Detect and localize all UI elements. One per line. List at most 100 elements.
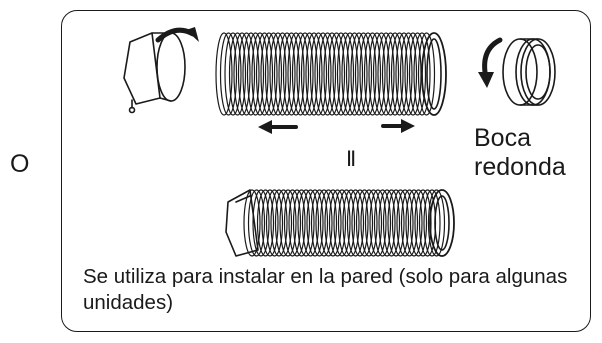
diagram-panel xyxy=(61,10,591,332)
hose-rib xyxy=(292,189,311,257)
hose-rib xyxy=(423,189,441,257)
hose-rib xyxy=(354,32,373,116)
hose-rib xyxy=(400,189,419,257)
round-mouth-label: Boca redonda xyxy=(474,124,566,182)
hose-rib xyxy=(287,32,305,116)
hose-rib xyxy=(219,32,238,116)
hose-rib xyxy=(350,32,368,116)
round-connector-icon xyxy=(502,38,556,106)
hose-rib xyxy=(269,32,287,116)
hose-rib xyxy=(369,189,387,257)
hose-rib xyxy=(283,189,302,257)
hose-rib xyxy=(224,32,242,116)
hose-rib xyxy=(274,189,293,257)
hose-rib xyxy=(404,32,422,116)
window-adapter-icon xyxy=(123,32,186,114)
hose-rib xyxy=(405,189,423,257)
hose-rib xyxy=(324,189,342,257)
hose-rib xyxy=(260,32,278,116)
exhaust-hose-icon xyxy=(215,32,447,116)
hose-rib xyxy=(261,189,279,257)
hose-rib xyxy=(300,32,319,116)
hose-rib xyxy=(399,32,418,116)
hose-rib xyxy=(373,189,392,257)
hose-rib xyxy=(382,189,401,257)
hose-rib xyxy=(270,189,288,257)
hose-rib xyxy=(278,32,296,116)
hose-rib xyxy=(282,32,301,116)
hose-rib xyxy=(386,32,404,116)
hose-rib xyxy=(305,32,323,116)
exhaust-hose-icon xyxy=(243,189,455,257)
hose-rib xyxy=(319,189,338,257)
hose-rib xyxy=(364,189,383,257)
round-mouth-line-2: redonda xyxy=(474,153,566,181)
hose-rib xyxy=(414,189,432,257)
hose-rib xyxy=(346,189,365,257)
stretch-arrow-icon xyxy=(381,119,415,133)
hose-rib xyxy=(327,32,346,116)
hose-rib xyxy=(243,189,261,257)
hose-rib xyxy=(372,32,391,116)
hose-rib xyxy=(359,32,377,116)
caption: Se utiliza para instalar en la pared (so… xyxy=(83,265,568,314)
hose-rib xyxy=(315,189,333,257)
hose-rib xyxy=(264,32,283,116)
hose-rib xyxy=(310,189,329,257)
hose-rib xyxy=(246,32,265,116)
hose-rib xyxy=(336,32,355,116)
hose-rib xyxy=(351,189,369,257)
hose-rib xyxy=(378,189,396,257)
hose-rib xyxy=(408,32,427,116)
hose-rib xyxy=(256,189,275,257)
hose-rib xyxy=(314,32,332,116)
hose-rib xyxy=(395,32,413,116)
hose-rib xyxy=(297,189,315,257)
hose-rib xyxy=(318,32,337,116)
hose-rib xyxy=(237,32,256,116)
hose-rib xyxy=(242,32,260,116)
hose-rib xyxy=(363,32,382,116)
hose-rib xyxy=(291,32,310,116)
hose-rib xyxy=(377,32,395,116)
hose-rib xyxy=(368,32,386,116)
hose-rib xyxy=(387,189,405,257)
rotate-arrow-icon xyxy=(478,37,503,88)
hose-rib xyxy=(391,189,410,257)
hose-rib xyxy=(255,32,274,116)
hose-rib xyxy=(279,189,297,257)
stretch-arrow-icon xyxy=(258,120,298,134)
round-mouth-line-1: Boca xyxy=(474,124,531,152)
hose-rib xyxy=(333,189,351,257)
hose-opening xyxy=(426,38,442,110)
hose-rib xyxy=(323,32,341,116)
hose-rib xyxy=(417,32,436,116)
equals-sign: II xyxy=(346,146,356,171)
hose-rib xyxy=(360,189,378,257)
hose-rib xyxy=(309,32,328,116)
hose-rib xyxy=(273,32,292,116)
hose-rib xyxy=(413,32,431,116)
rotate-arrow-icon xyxy=(155,27,199,43)
hose-rib xyxy=(341,32,359,116)
hose-rib xyxy=(396,189,414,257)
hose-rib xyxy=(251,32,269,116)
hose-end xyxy=(421,32,447,116)
hose-rib xyxy=(215,32,233,116)
hose-rib xyxy=(288,189,306,257)
hose-rib xyxy=(306,189,324,257)
hose-rib xyxy=(345,32,364,116)
option-letter: O xyxy=(10,150,30,178)
hose-rib xyxy=(427,189,446,257)
hose-rib xyxy=(342,189,360,257)
hose-rib xyxy=(337,189,356,257)
hose-rib xyxy=(233,32,251,116)
hose-end xyxy=(429,189,455,257)
hose-rib xyxy=(332,32,350,116)
hose-rib xyxy=(252,189,270,257)
hose-rib xyxy=(381,32,400,116)
hose-rib xyxy=(390,32,409,116)
hose-rib xyxy=(228,32,247,116)
hose-rib xyxy=(301,189,320,257)
hose-rib xyxy=(355,189,374,257)
